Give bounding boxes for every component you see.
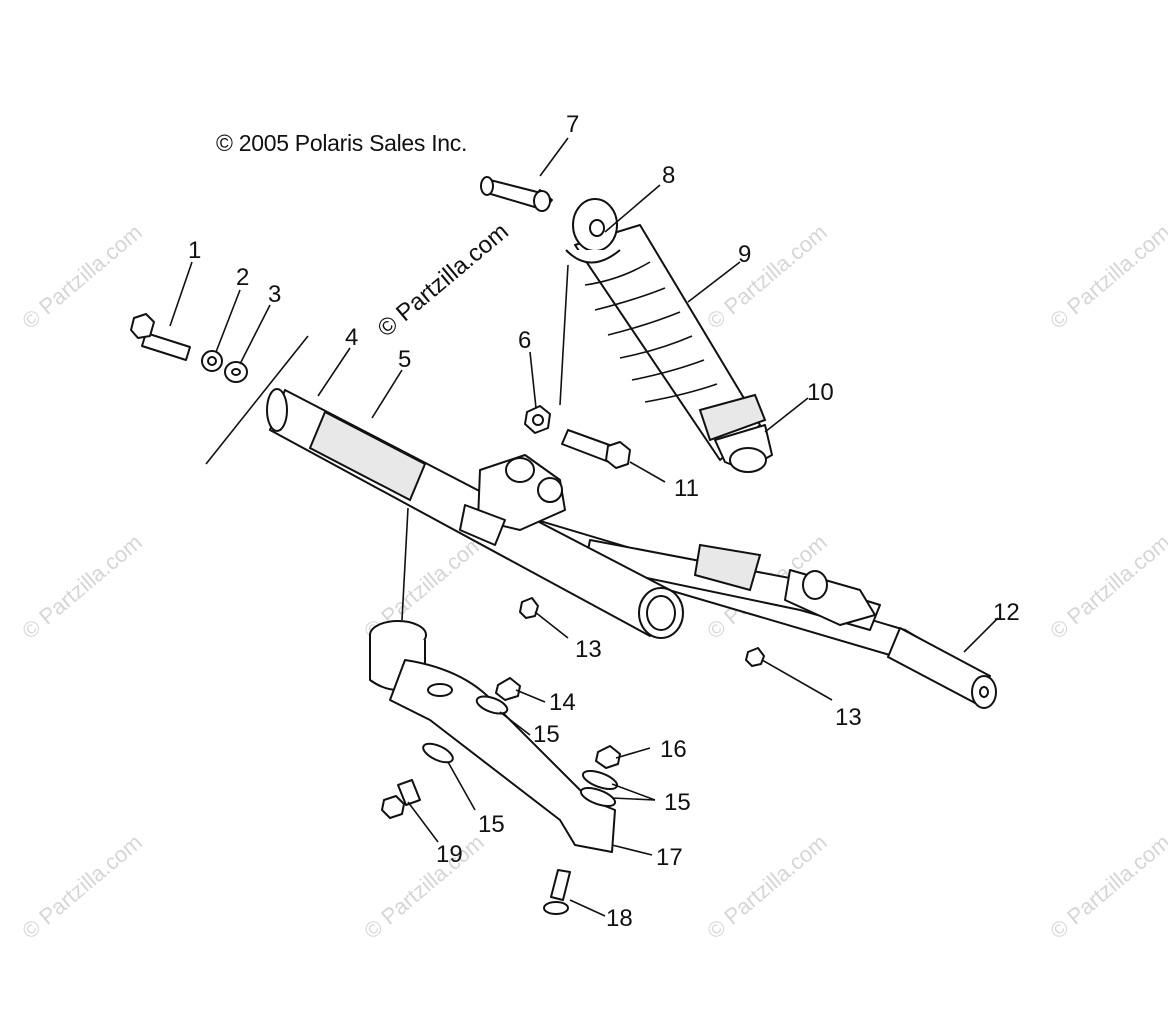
callout-1: 1: [188, 237, 201, 264]
callout-10: 10: [807, 379, 834, 406]
callout-11: 11: [674, 475, 699, 502]
callout-13a: 13: [575, 636, 602, 663]
callout-numbers: 1 2 3 4 5 6 7 8 9 10 11 12 13 13 14 15 1…: [188, 111, 1020, 932]
leader-shock: [559, 264, 569, 406]
bolt-1: [130, 313, 191, 361]
nut-14: [495, 677, 521, 701]
callout-18: 18: [606, 905, 633, 932]
watermark-tile: © Partzilla.com: [17, 829, 147, 943]
bolt-11: [561, 429, 631, 469]
callout-12: 12: [993, 599, 1020, 626]
callout-15c: 15: [664, 789, 691, 816]
grease-fitting-13a: [519, 597, 539, 619]
rail-arm: [266, 388, 997, 709]
callout-4: 4: [345, 324, 358, 351]
watermark-main: © Partzilla.com: [373, 218, 514, 343]
washer-2-hole: [207, 356, 217, 366]
separator-line: [205, 335, 309, 465]
copyright-text: © 2005 Polaris Sales Inc.: [216, 130, 468, 156]
leader-bracket: [401, 507, 409, 621]
shock-eye-10: [729, 447, 767, 473]
callout-14: 14: [549, 689, 576, 716]
callout-16: 16: [660, 736, 687, 763]
callout-13b: 13: [835, 704, 862, 731]
callout-3: 3: [268, 281, 281, 308]
washer-15a: [475, 695, 509, 715]
bushing-7: [480, 176, 553, 212]
callout-2: 2: [236, 264, 249, 291]
callout-15b: 15: [478, 811, 505, 838]
callout-5: 5: [398, 346, 411, 373]
grease-fitting-13b: [745, 647, 765, 667]
watermark-tile: © Partzilla.com: [359, 829, 489, 943]
watermark-tile: © Partzilla.com: [17, 529, 147, 643]
shock-absorber: [565, 198, 773, 473]
callout-17: 17: [656, 844, 683, 871]
washer-3-hole: [231, 368, 241, 376]
watermark-tile: © Partzilla.com: [702, 829, 832, 943]
callout-8: 8: [662, 162, 675, 189]
watermark-tile: © Partzilla.com: [17, 219, 147, 333]
watermark-tile: © Partzilla.com: [1045, 829, 1168, 943]
callout-7: 7: [566, 111, 579, 138]
washer-15b: [422, 742, 454, 764]
bolt-19: [381, 779, 421, 819]
callout-9: 9: [738, 241, 751, 268]
washer-15d: [579, 786, 617, 808]
leader-lines: [169, 137, 999, 917]
bolt-18: [543, 869, 571, 915]
watermark-tile: © Partzilla.com: [1045, 529, 1168, 643]
hanger-bracket-17: [369, 620, 616, 853]
nut-16: [595, 745, 621, 769]
callout-15a: 15: [533, 721, 560, 748]
callout-19: 19: [436, 841, 463, 868]
watermark-tile: © Partzilla.com: [1045, 219, 1168, 333]
callout-6: 6: [518, 327, 531, 354]
